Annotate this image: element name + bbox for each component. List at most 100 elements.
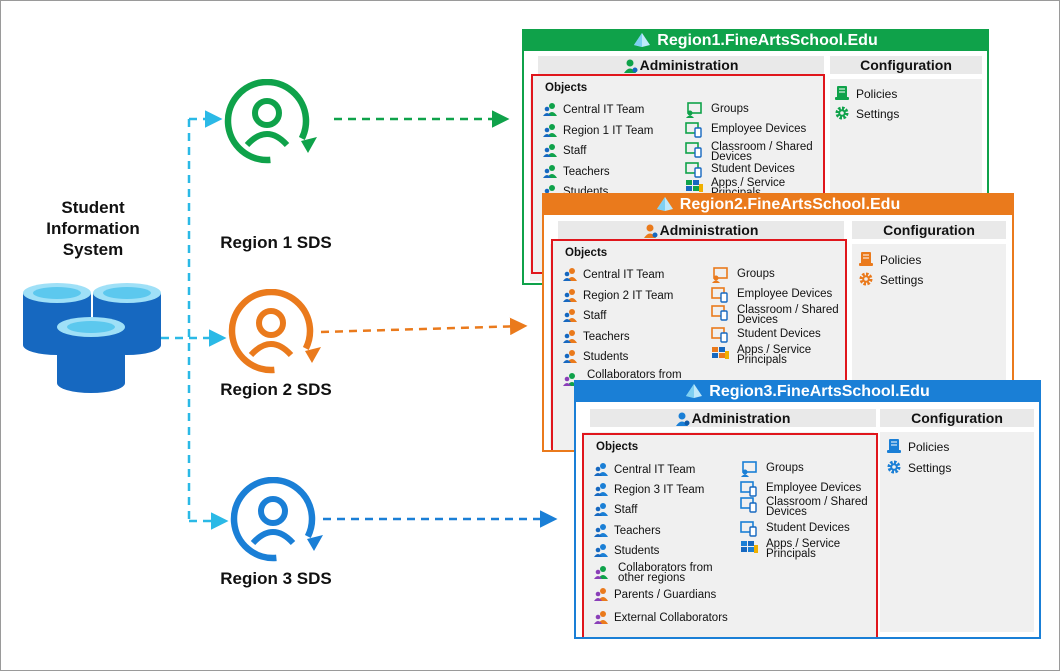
region3-policies-label: Policies <box>908 440 950 454</box>
object-item-label: Staff <box>614 504 638 517</box>
region1-config-bar: Configuration <box>830 56 982 74</box>
users-icon <box>594 566 608 579</box>
gear-icon <box>859 272 873 286</box>
region2-admin-label: Administration <box>659 222 759 238</box>
object-item-label: Collaborators from other regions <box>618 562 713 584</box>
apps-grid-icon <box>686 180 703 192</box>
database-cylinders-icon <box>23 283 161 393</box>
device-icon <box>685 142 702 158</box>
object-item-label: Classroom / Shared Devices <box>711 141 813 163</box>
users-icon <box>594 611 608 624</box>
users-icon <box>563 329 577 343</box>
users-icon <box>594 483 608 497</box>
object-item-label: Groups <box>737 268 775 280</box>
object-item-label: Teachers <box>614 524 661 537</box>
device-icon <box>685 162 702 178</box>
users-icon <box>594 463 608 476</box>
object-item-label: Classroom / Shared Devices <box>737 304 839 326</box>
group-monitor-icon <box>712 267 728 283</box>
device-icon <box>740 521 757 537</box>
region3-settings-label: Settings <box>908 461 952 475</box>
object-item-label: Student Devices <box>711 163 795 175</box>
region3-objects-title: Objects <box>596 441 639 453</box>
object-item-label: Apps / Service Principals <box>766 538 841 560</box>
object-item-label: Central IT Team <box>583 269 665 281</box>
device-icon <box>740 481 757 497</box>
users-icon <box>563 309 577 322</box>
object-item-label: Region 3 IT Team <box>614 484 705 497</box>
object-item-label: Employee Devices <box>737 288 833 300</box>
object-item-label: Central IT Team <box>563 104 645 116</box>
object-item-label: Groups <box>711 103 749 115</box>
object-item-label: Student Devices <box>737 328 821 340</box>
group-monitor-icon <box>741 461 757 477</box>
object-item-label: External Collaborators <box>614 612 728 624</box>
object-item-label: Groups <box>766 462 804 474</box>
region3-sds-label: Region 3 SDS <box>220 569 332 588</box>
region1-settings-label: Settings <box>856 107 900 121</box>
group-monitor-icon <box>686 102 702 118</box>
users-icon <box>594 503 608 517</box>
object-item-label: Students <box>614 544 660 557</box>
region2-admin-bar: Administration <box>558 221 844 239</box>
users-icon <box>543 123 557 137</box>
users-icon <box>563 288 577 302</box>
region2-objects-title: Objects <box>565 247 608 259</box>
region1-admin-label: Administration <box>639 57 739 73</box>
object-item-label: Apps / Service Principals <box>737 344 812 366</box>
region2-policies-label: Policies <box>880 253 922 267</box>
region1-domain: Region1.FineArtsSchool.Edu <box>657 32 878 49</box>
region1-sds-label: Region 1 SDS <box>220 233 332 252</box>
users-icon <box>594 588 608 601</box>
azure-pyramid-icon <box>686 384 703 398</box>
admin-user-icon <box>675 412 690 426</box>
object-item-label: Staff <box>563 145 587 157</box>
object-item-label: Central IT Team <box>614 464 696 476</box>
connector-region2-to-tenant <box>320 317 528 336</box>
region1-objects-title: Objects <box>545 82 588 94</box>
region2-domain: Region2.FineArtsSchool.Edu <box>679 196 901 213</box>
admin-user-icon <box>643 224 658 238</box>
users-icon <box>594 523 608 537</box>
object-item-label: Teachers <box>583 330 630 343</box>
region3-config-bar: Configuration <box>880 409 1034 427</box>
object-item-label: Staff <box>583 310 607 322</box>
policy-scroll-icon <box>859 252 873 266</box>
apps-grid-icon <box>741 541 758 553</box>
sis-title-line3: System <box>62 240 124 259</box>
device-icon <box>711 287 728 303</box>
apps-grid-icon <box>712 347 729 359</box>
sis-title: Student Information System <box>29 197 157 260</box>
object-item-label: Classroom / Shared Devices <box>766 496 868 518</box>
region1-tenant-header: Region1.FineArtsSchool.Edu <box>524 31 987 51</box>
sync-user-icon-green <box>224 79 317 164</box>
sis-title-line2: Information <box>46 219 140 238</box>
sync-user-icon-orange <box>228 289 321 374</box>
gear-icon <box>835 106 849 120</box>
object-item-label: Region 1 IT Team <box>563 124 654 137</box>
object-item-label: Collaborators from <box>587 368 682 381</box>
admin-user-icon <box>623 59 638 73</box>
region2-config-bar: Configuration <box>852 221 1006 239</box>
users-icon <box>543 103 557 116</box>
azure-pyramid-icon <box>656 197 673 211</box>
region2-sds-label: Region 2 SDS <box>220 380 332 399</box>
object-item-label: Employee Devices <box>711 123 807 135</box>
region2-tenant-header: Region2.FineArtsSchool.Edu <box>544 195 1012 215</box>
object-item-label: Employee Devices <box>766 482 862 494</box>
region3-tenant-header: Region3.FineArtsSchool.Edu <box>576 382 1039 402</box>
azure-pyramid-icon <box>634 33 651 47</box>
region3-tenant-panel: Region3.FineArtsSchool.Edu Administratio… <box>574 380 1041 639</box>
region3-domain: Region3.FineArtsSchool.Edu <box>709 383 930 400</box>
users-icon <box>543 144 557 157</box>
sync-user-icon-blue <box>230 477 323 562</box>
region3-config-area: Policies Settings <box>880 432 1034 632</box>
object-item-label: Parents / Guardians <box>614 589 717 601</box>
object-item-label: Student Devices <box>766 522 850 534</box>
users-icon <box>563 350 577 363</box>
region1-policies-label: Policies <box>856 87 898 101</box>
device-icon <box>711 305 728 321</box>
sis-title-line1: Student <box>61 198 125 217</box>
